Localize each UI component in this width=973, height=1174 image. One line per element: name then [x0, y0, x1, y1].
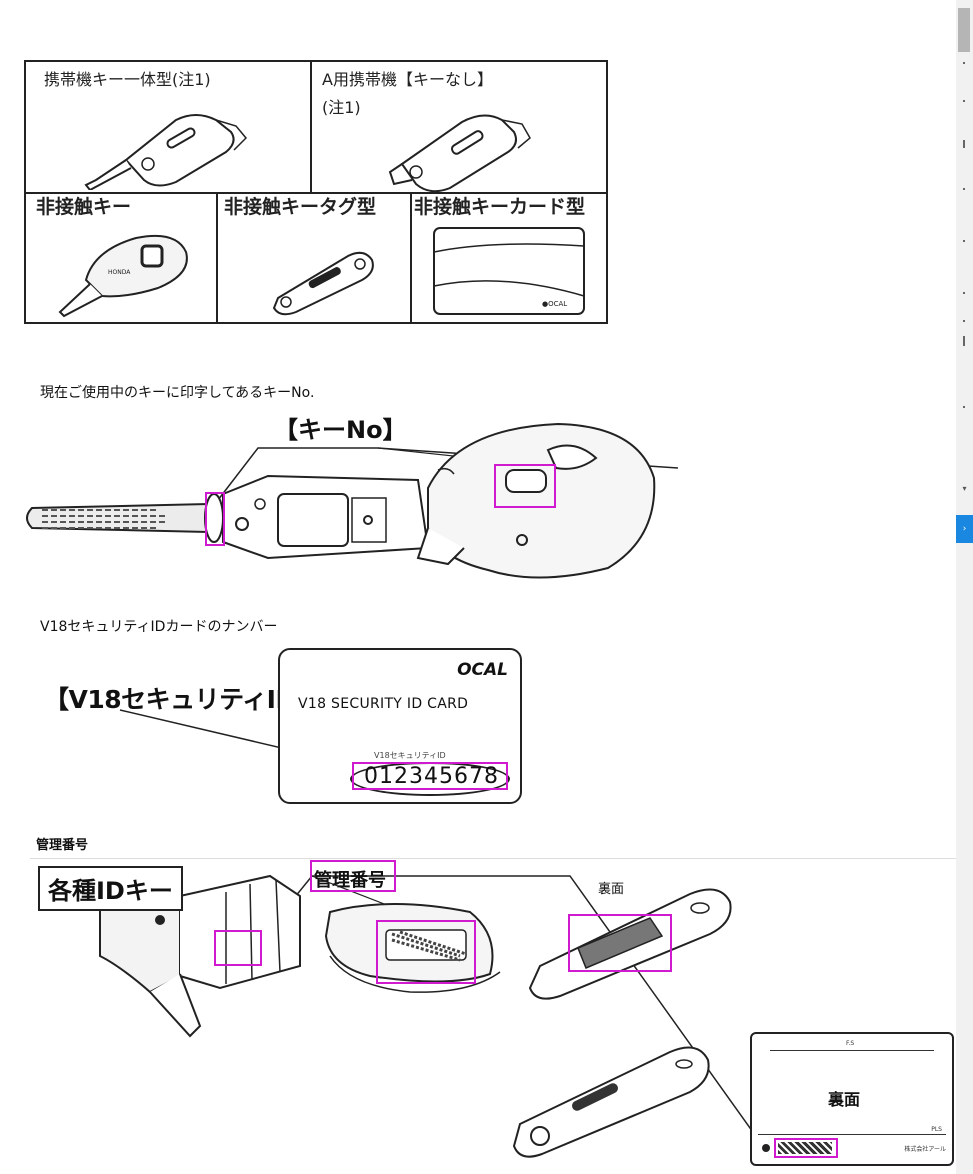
card-back-label: 裏面 [828, 1090, 861, 1109]
cell-label-note: (注1) [322, 98, 361, 117]
scroll-tick [963, 336, 965, 346]
svg-text:●OCAL: ●OCAL [542, 300, 567, 308]
card-back-top-rule [770, 1050, 934, 1051]
key-no-callout: 【キーNo】 [274, 416, 407, 444]
card-key-illustration: ●OCAL [433, 227, 585, 315]
scroll-tick [963, 406, 965, 408]
tag-key-illustration [272, 251, 374, 316]
kanri-number-callout: 管理番号 [314, 870, 386, 891]
v18-heading: V18セキュリティIDカードのナンバー [40, 619, 278, 635]
scroll-tick [963, 188, 965, 190]
card-back-bottom-rule [758, 1134, 946, 1135]
scroll-tick [963, 320, 965, 322]
kanri-heading: 管理番号 [36, 838, 89, 853]
key-no-diagram: 【キーNo】 [18, 408, 679, 586]
v18-callout: 【V18セキュリティID】 [44, 685, 321, 714]
cell-label: A用携帯機【キーなし】 [322, 70, 493, 89]
card-number-highlight [352, 762, 508, 790]
scroll-tick [963, 62, 965, 64]
key-no-highlight-fob [494, 464, 556, 508]
kanri-highlight-tag [568, 914, 672, 972]
cell-label: 携帯機キー一体型(注1) [44, 70, 211, 89]
cell-label: 非接触キーカード型 [414, 196, 586, 218]
card-back-dot [762, 1144, 770, 1152]
card-back-mid-small: PLS [931, 1126, 942, 1133]
kanri-back-label: 裏面 [598, 882, 625, 897]
scroll-tick [963, 292, 965, 294]
scroll-down-arrow-icon[interactable]: ▾ [962, 484, 967, 493]
key-no-highlight-collar [205, 492, 225, 546]
card-back-top-small: F.S [846, 1040, 855, 1047]
card-back-bottom-small: 株式会社アール [904, 1146, 946, 1153]
card-back-barcode [778, 1142, 832, 1154]
cell-label: 非接触キータグ型 [224, 196, 377, 218]
v18-diagram: 【V18セキュリティID】 OCAL V18 SECURITY ID CARD … [30, 640, 530, 805]
card-brand: OCAL [457, 660, 508, 680]
smart-fob-illustration [388, 114, 531, 192]
kanri-card-back: F.S 裏面 PLS 株式会社アール [750, 1032, 954, 1166]
cell-contactless-key: 非接触キー HONDA [26, 194, 218, 322]
scroll-tick [963, 140, 965, 148]
svg-text:HONDA: HONDA [108, 269, 131, 276]
scroll-tick [963, 240, 965, 242]
kanri-top-rule [30, 858, 960, 859]
kanri-diagram: 各種IDキー 管理番号 裏面 F.S 裏面 PLS 株式会社アール [30, 856, 960, 1174]
cell-contactless-card: 非接触キーカード型 ●OCAL [412, 194, 606, 322]
card-number: 012345678 [364, 764, 499, 789]
key-no-heading: 現在ご使用中のキーに印字してあるキーNo. [40, 385, 315, 401]
card-small-label: V18セキュリティID [374, 751, 446, 760]
kanri-highlight-label [310, 860, 396, 892]
kanri-highlight-fob [376, 920, 476, 984]
cell-label: 非接触キー [36, 196, 132, 218]
scroll-position-marker: › [956, 515, 973, 543]
v18-id-card: OCAL V18 SECURITY ID CARD V18セキュリティID 01… [278, 648, 522, 804]
contactless-key-illustration: HONDA [58, 234, 188, 318]
key-no-illustration [26, 422, 679, 579]
cell-integrated-key: 携帯機キー一体型(注1) [26, 62, 312, 194]
cell-contactless-tag: 非接触キータグ型 [218, 194, 412, 322]
scrollbar-thumb[interactable] [958, 8, 970, 52]
kanri-highlight-keyhead [214, 930, 262, 966]
card-title: V18 SECURITY ID CARD [298, 696, 469, 712]
cell-smart-fob-no-key: A用携帯機【キーなし】 (注1) [312, 62, 606, 194]
key-type-table: 携帯機キー一体型(注1) A用携帯機【キーなし】 (注1) 非接触キー HOND… [24, 60, 608, 324]
integrated-key-illustration [84, 114, 248, 190]
card-back-highlight [774, 1138, 838, 1158]
vertical-scrollbar[interactable]: ▾ › [956, 0, 973, 1174]
kanri-id-key-box: 各種IDキー [38, 866, 183, 911]
scroll-tick [963, 100, 965, 102]
table-row-divider [26, 192, 606, 194]
